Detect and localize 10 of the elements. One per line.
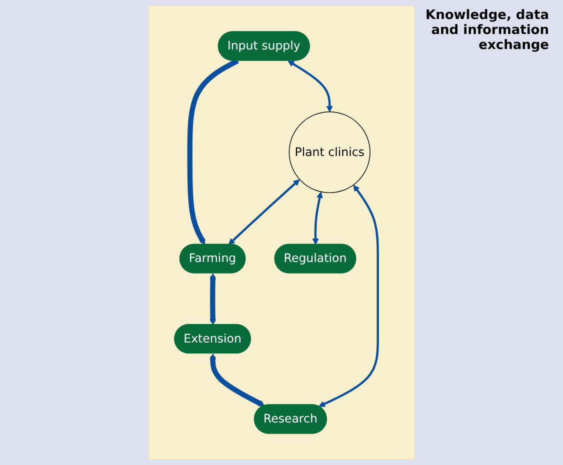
arrow [318,184,379,407]
arrow [288,60,333,112]
arrow [187,58,239,245]
arrow [228,179,300,245]
arrow [210,273,216,326]
cluster [148,6,415,460]
node-circle: Plant clinics [288,112,370,194]
arrow [210,354,265,407]
exchange-note: Knowledge, data and information exchange [424,8,549,53]
arrow [312,192,323,245]
